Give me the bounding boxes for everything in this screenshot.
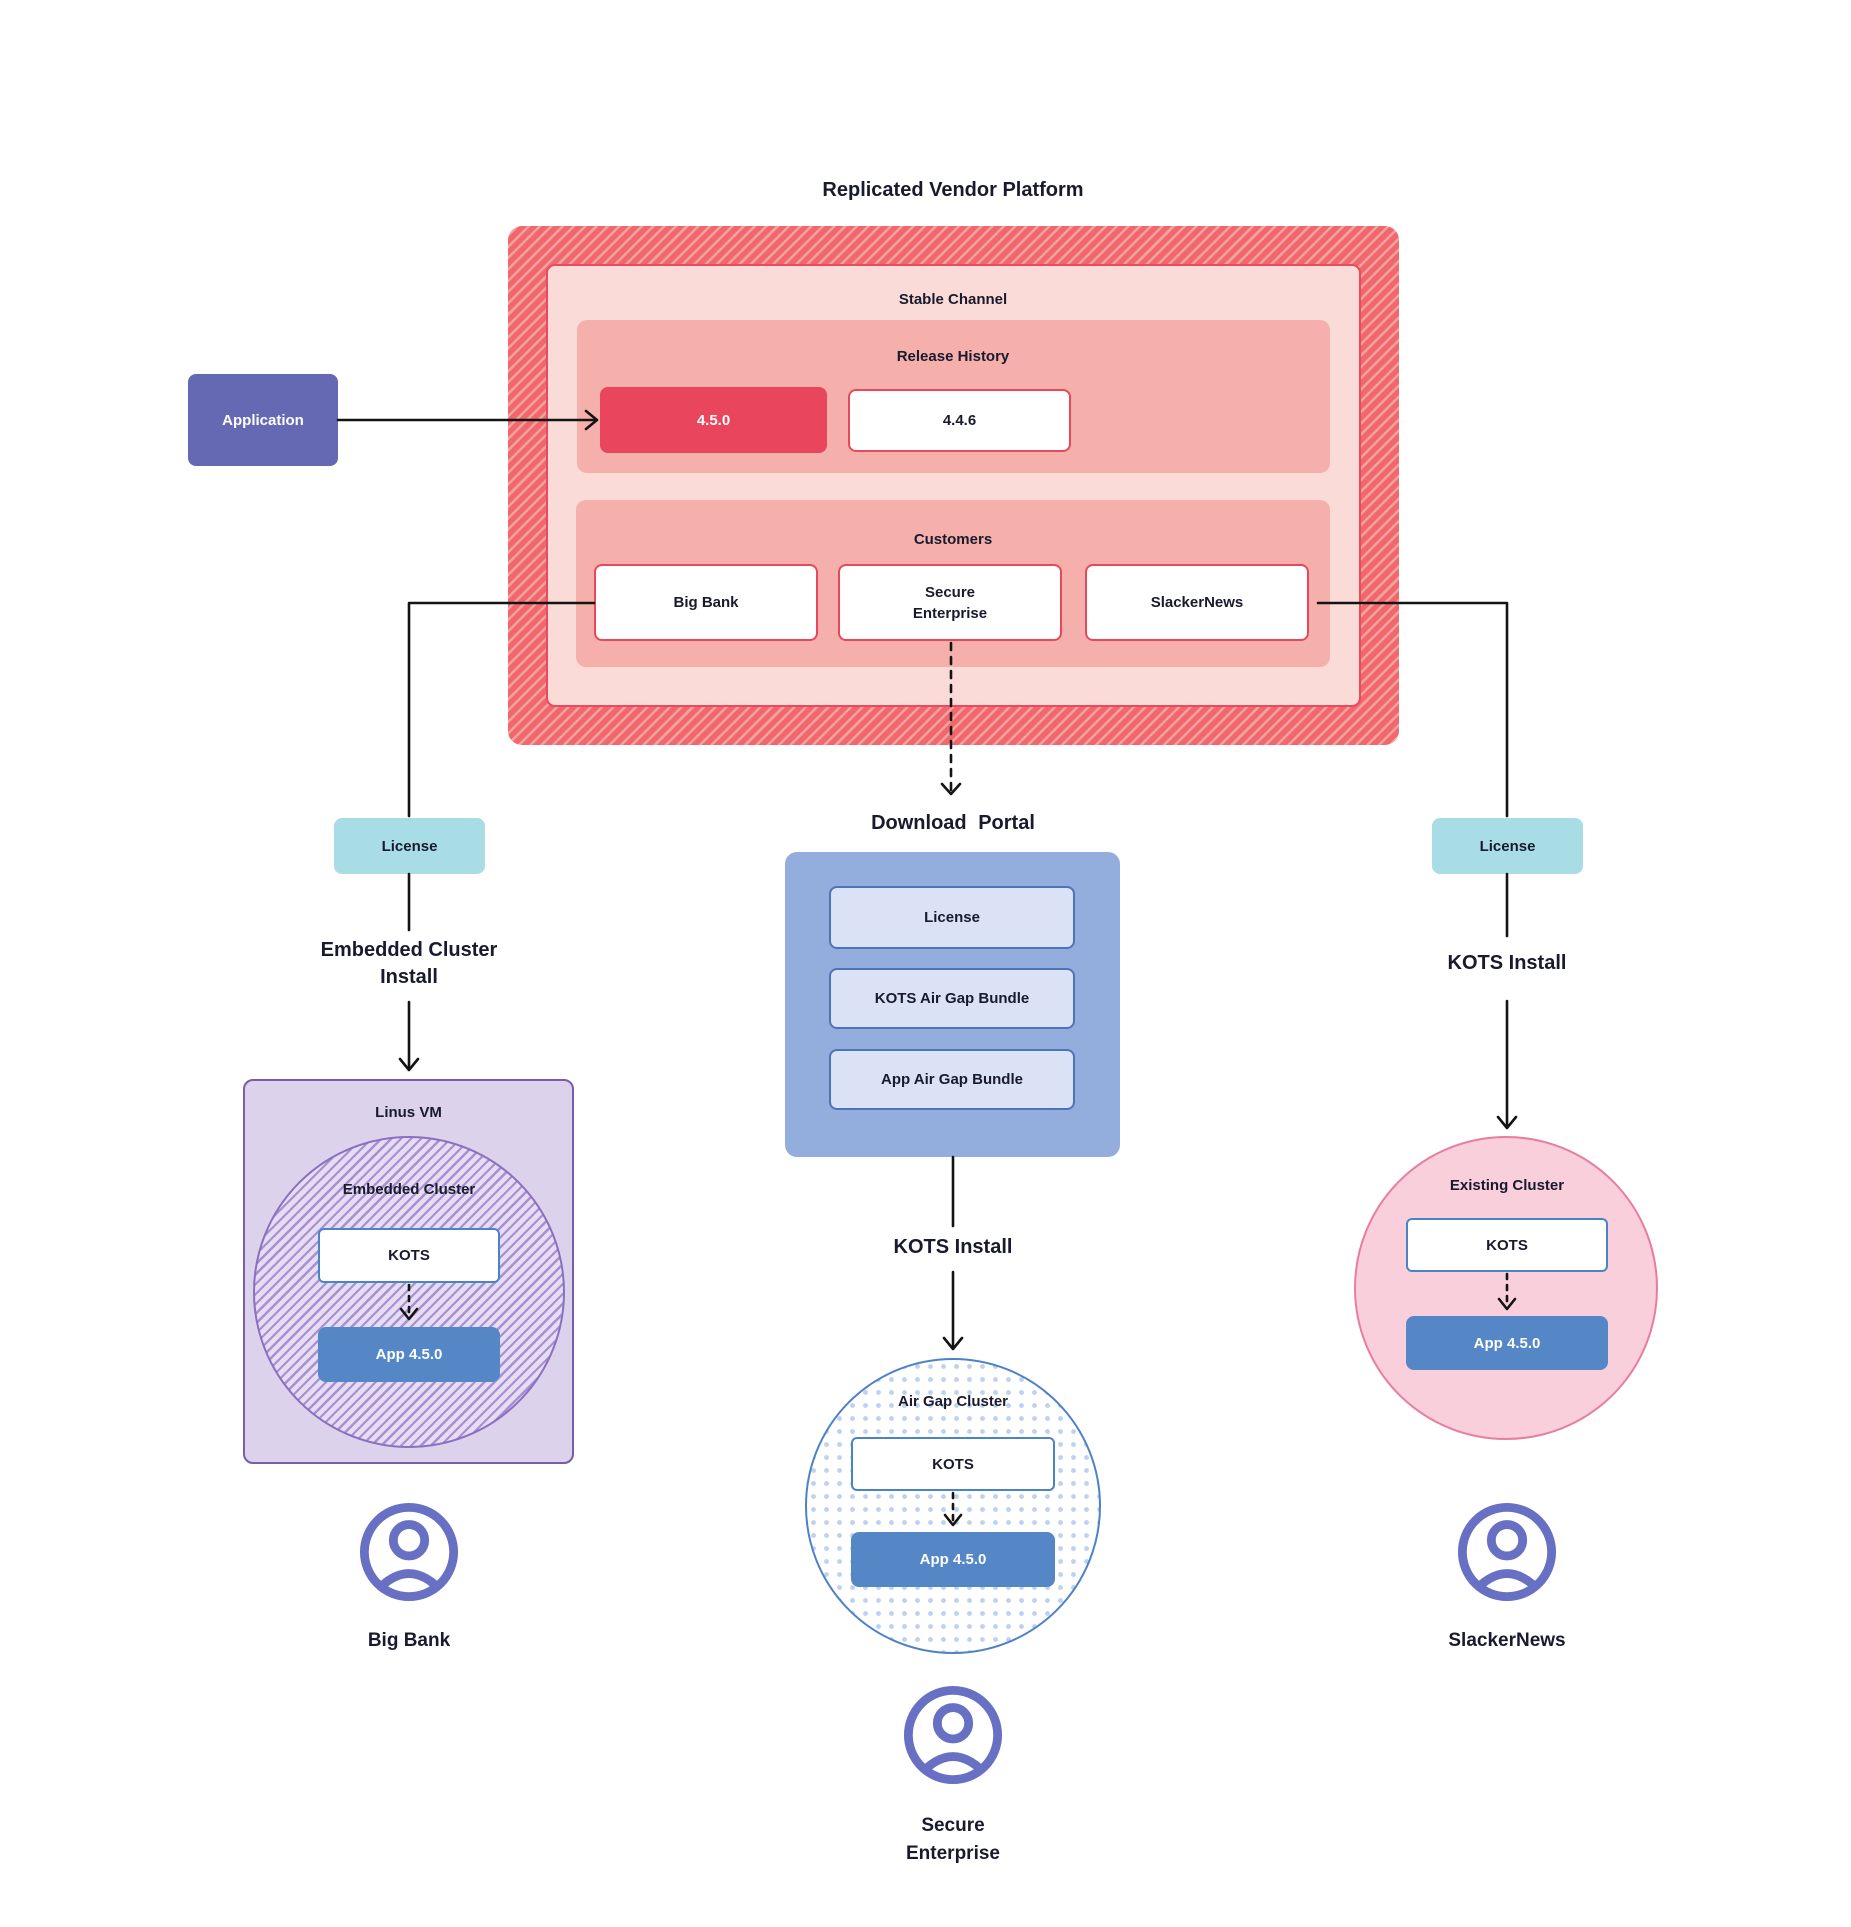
kots-node-right: KOTS [1406, 1218, 1608, 1272]
person-icon-secure-enterprise [903, 1685, 1003, 1785]
air-gap-cluster-label: Air Gap Cluster [897, 1392, 1009, 1410]
customer-big-bank-label: Big Bank [673, 594, 739, 611]
portal-item-kots-air-gap-bundle: KOTS Air Gap Bundle [829, 968, 1075, 1029]
kots-install-label-middle: KOTS Install [893, 1235, 1013, 1258]
embedded-cluster-install-label: Embedded Cluster Install [320, 939, 498, 988]
app-node-left: App 4.5.0 [318, 1327, 500, 1382]
customer-slackernews: SlackerNews [1085, 564, 1309, 641]
app-node-right: App 4.5.0 [1406, 1316, 1608, 1370]
diagram-title: Replicated Vendor Platform [822, 178, 1084, 201]
kots-node-middle: KOTS [851, 1437, 1055, 1491]
customer-big-bank: Big Bank [594, 564, 818, 641]
portal-item-app-air-gap-bundle: App Air Gap Bundle [829, 1049, 1075, 1110]
person-icon-slackernews [1457, 1502, 1557, 1602]
arrowhead-install-middle [942, 1336, 964, 1351]
release-history-label: Release History [896, 347, 1010, 365]
customer-secure-enterprise-label: Secure Enterprise [912, 583, 988, 622]
linus-vm-label: Linus VM [375, 1103, 442, 1121]
persona-label-big-bank: Big Bank [367, 1630, 451, 1651]
customers-label: Customers [913, 530, 993, 548]
person-icon-big-bank [359, 1502, 459, 1602]
existing-cluster-label: Existing Cluster [1449, 1176, 1565, 1194]
license-node-left: License [334, 818, 485, 874]
air-gap-cluster-circle [805, 1358, 1101, 1654]
kots-install-label-right: KOTS Install [1447, 951, 1567, 974]
application-node: Application [188, 374, 338, 466]
customer-slackernews-label: SlackerNews [1150, 594, 1244, 611]
persona-label-slackernews: SlackerNews [1448, 1630, 1566, 1651]
license-node-right: License [1432, 818, 1583, 874]
download-portal-label: Download Portal [871, 811, 1035, 834]
stable-channel-label: Stable Channel [898, 290, 1008, 308]
portal-item-license: License [829, 886, 1075, 949]
arrowhead-install-right [1496, 1115, 1518, 1130]
app-node-middle: App 4.5.0 [851, 1532, 1055, 1587]
persona-label-secure-enterprise: Secure Enterprise [906, 1815, 1000, 1864]
kots-node-left: KOTS [318, 1228, 500, 1283]
arrowhead-secure-to-portal [940, 782, 962, 796]
embedded-cluster-label: Embedded Cluster [342, 1180, 476, 1198]
arrowhead-install-left [398, 1057, 420, 1072]
release-4-4-6: 4.4.6 [848, 389, 1071, 452]
release-4-5-0: 4.5.0 [600, 387, 827, 453]
customer-secure-enterprise: Secure Enterprise [838, 564, 1062, 641]
